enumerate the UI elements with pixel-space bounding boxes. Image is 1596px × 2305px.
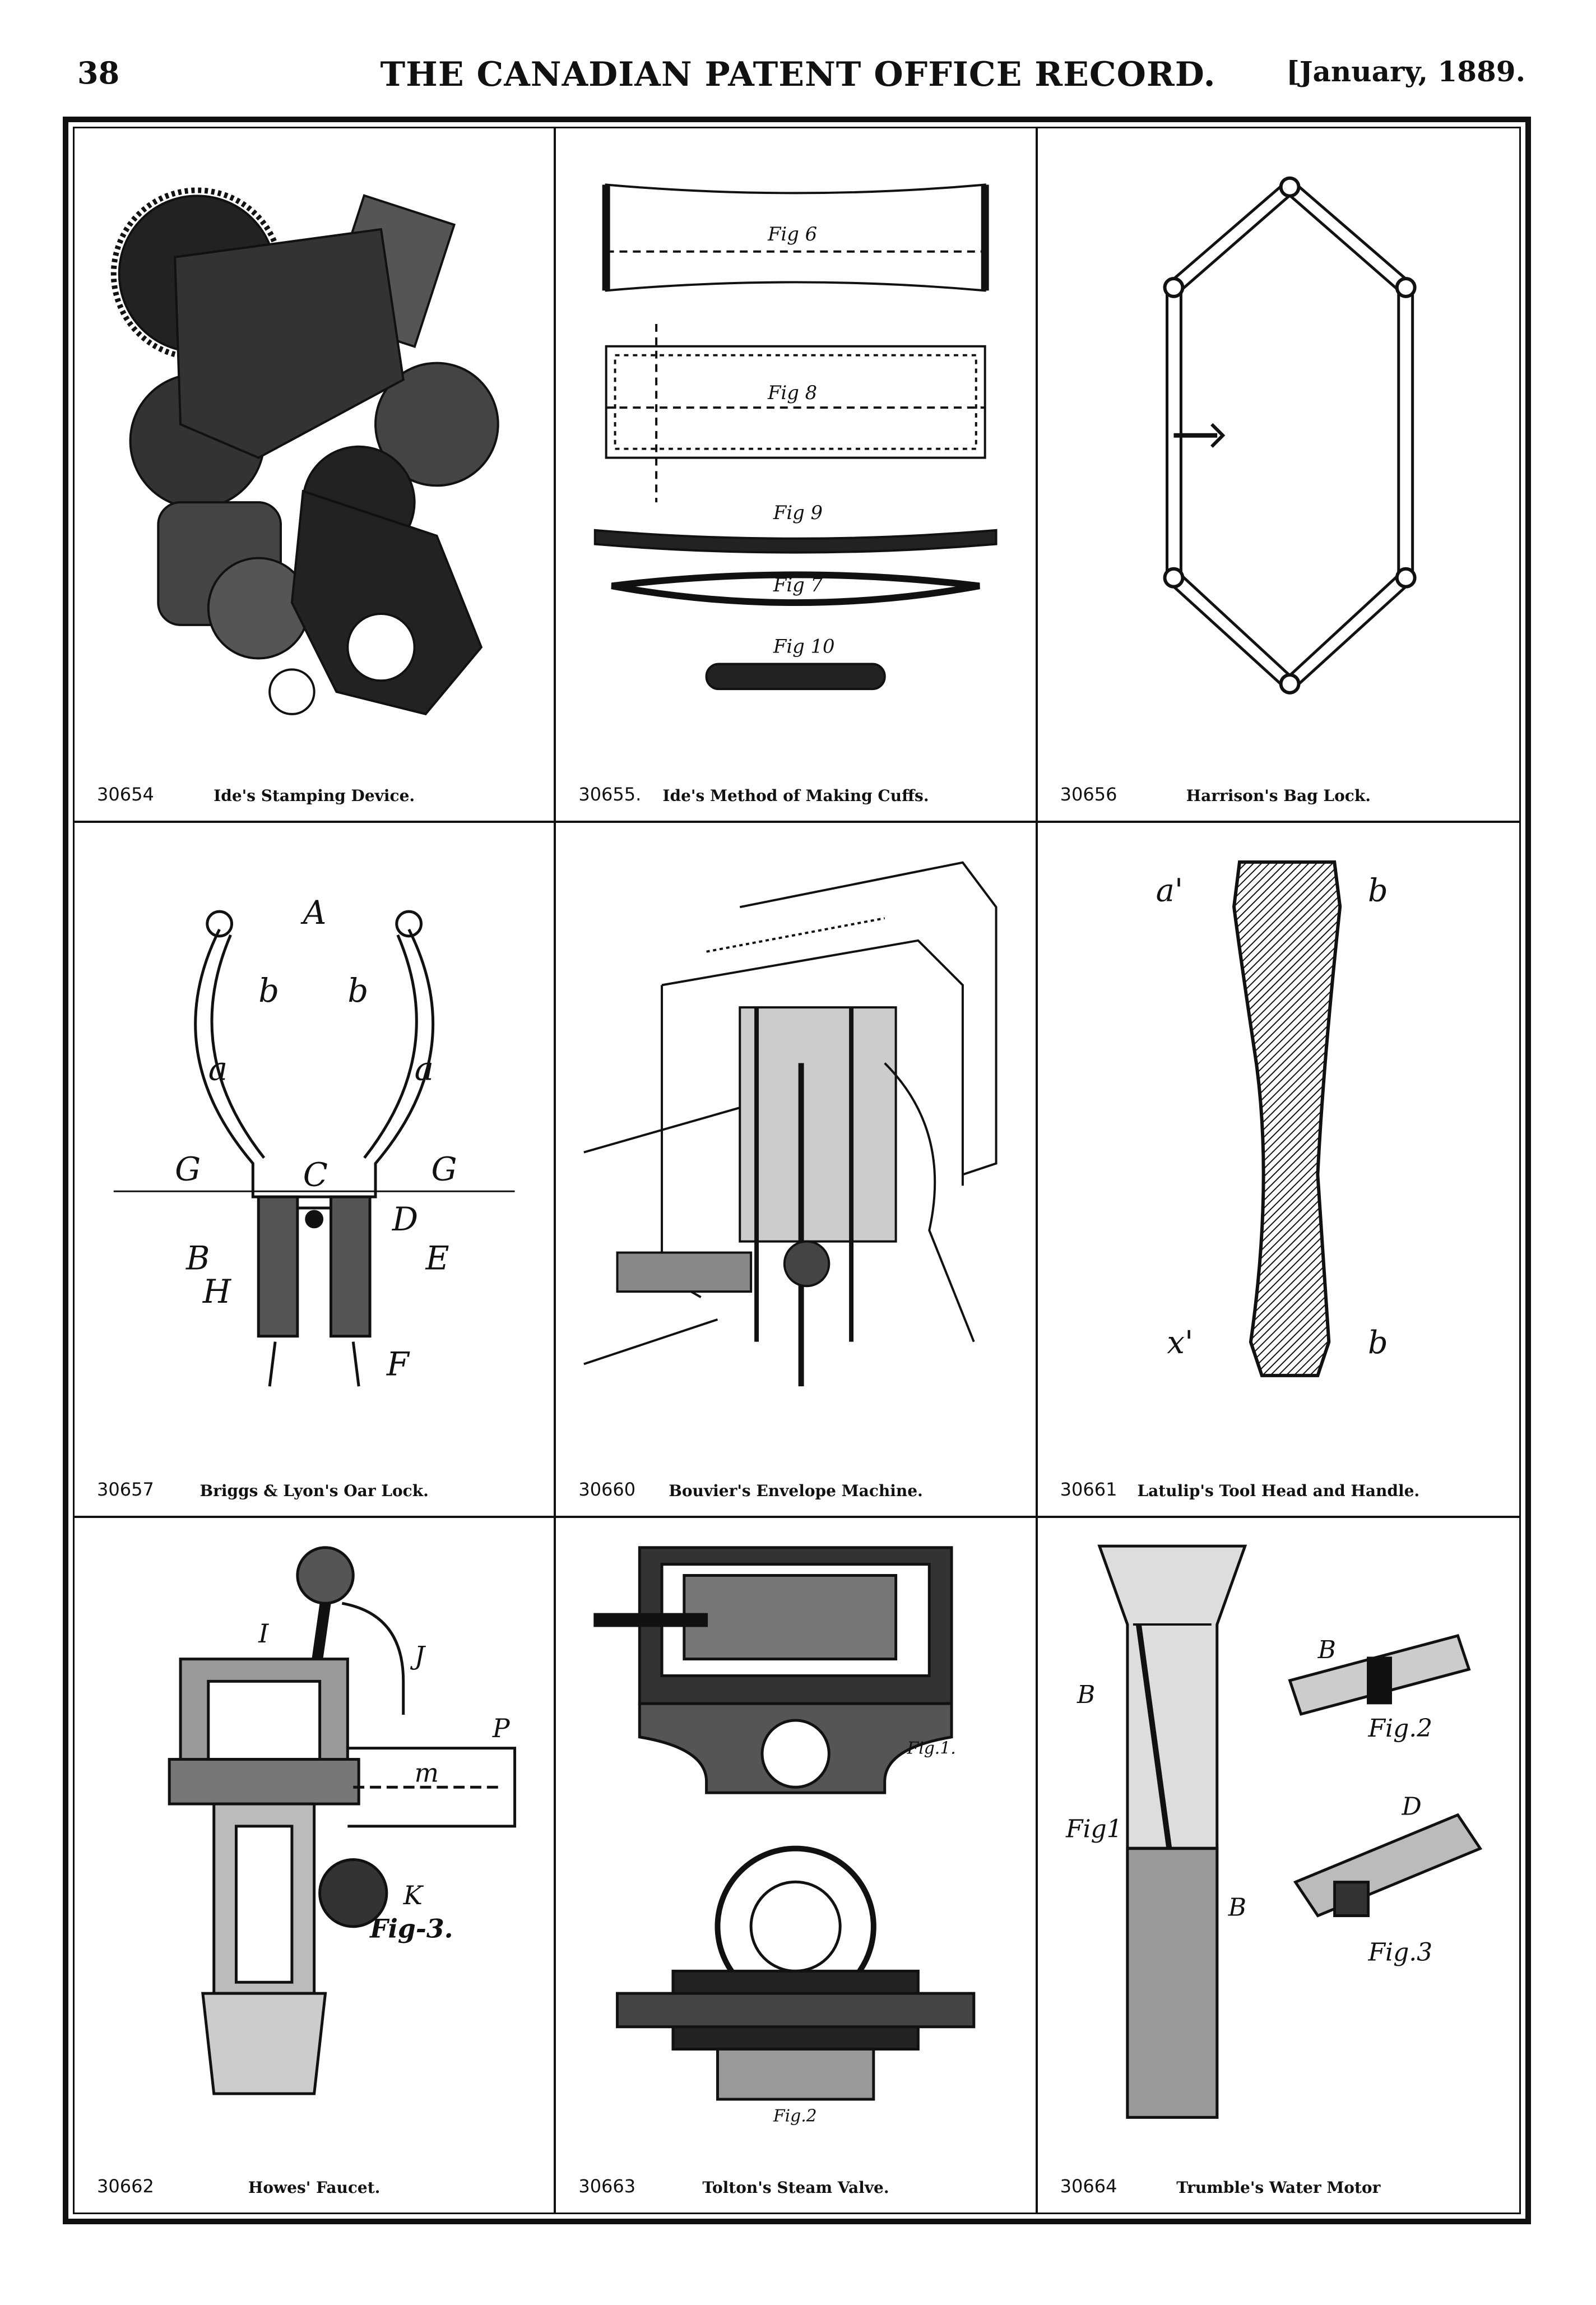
part-label: H [202,1272,232,1311]
patent-cell-30661: a' b x' b 30661 Latulip's Tool Head and … [1037,823,1519,1518]
patent-number: 30660 [578,1478,636,1500]
part-label: b [347,972,368,1010]
part-label: E [425,1239,449,1278]
patent-number: 30662 [97,2176,154,2197]
patent-number: 30664 [1060,2176,1117,2197]
part-label: J [410,1641,426,1670]
patent-caption: 30656 Harrison's Bag Lock. [1055,777,1502,805]
patent-title: Howes' Faucet. [248,2178,381,2197]
oar-lock-drawing-icon: A b b a a G G C D B H E F [91,840,537,1454]
page-header: 38 THE CANADIAN PATENT OFFICE RECORD. [J… [0,55,1596,100]
patent-title: Briggs & Lyon's Oar Lock. [200,1481,429,1500]
faucet-drawing-icon: Fig-3. I J P m K [91,1535,537,2151]
page-number: 38 [77,55,120,91]
part-label: a [415,1050,434,1088]
patent-title: Bouvier's Envelope Machine. [669,1481,923,1500]
patent-caption: 30660 Bouvier's Envelope Machine. [573,1472,1018,1500]
part-label: b [1368,873,1388,909]
part-label: C [303,1156,328,1194]
part-label: A [300,894,327,932]
patent-cell-30663: Fig.1. Fig.2 30663 Tolton's Steam Valve. [556,1517,1038,2213]
patent-cell-30655: Fig 6 Fig 8 Fig 9 Fig 7 Fig 10 30655. Id… [556,128,1038,823]
part-label: b [258,972,279,1010]
patent-title: Tolton's Steam Valve. [702,2178,889,2197]
part-label: B [1227,1893,1246,1922]
patent-title: Trumble's Water Motor [1176,2178,1381,2197]
part-label: G [431,1150,457,1188]
patent-caption: 30664 Trumble's Water Motor [1055,2169,1502,2197]
patent-cell-30664: Fig1 Fig.2 Fig.3 B B B D 30664 Trumble's… [1038,1518,1519,2213]
fig-label: Fig 6 [767,223,817,245]
fig-label: Fig.2 [773,2106,817,2126]
patent-number: 30655. [578,784,642,806]
part-label: a' [1156,873,1183,909]
patent-caption: 30655. Ide's Method of Making Cuffs. [573,777,1018,805]
patent-caption: 30657 Briggs & Lyon's Oar Lock. [91,1472,537,1500]
part-label: G [175,1150,201,1188]
issue-date: [January, 1889. [1286,55,1525,88]
patent-caption: 30654 Ide's Stamping Device. [91,777,537,805]
bag-lock-drawing-icon [1055,145,1502,759]
patent-title: Latulip's Tool Head and Handle. [1137,1481,1420,1500]
patent-cell-30662: Fig-3. I J P m K 30662 Howes' Faucet. [75,1517,556,2213]
patent-grid: 30654 Ide's Stamping Device. [75,128,1519,2213]
part-label: x' [1167,1325,1193,1361]
part-label: I [258,1618,269,1648]
steam-valve-drawing-icon: Fig.1. Fig.2 [573,1535,1018,2151]
fig-label: Fig 10 [773,636,835,658]
patent-caption: 30661 Latulip's Tool Head and Handle. [1055,1472,1502,1500]
patent-title: Ide's Stamping Device. [214,786,415,806]
fig-label: Fig-3. [369,1913,453,1943]
fig-label: Fig 7 [773,574,823,596]
patent-cell-30656: 30656 Harrison's Bag Lock. [1037,128,1519,823]
fig-label: Fig.3 [1367,1938,1432,1966]
patent-number: 30654 [97,784,154,806]
part-label: m [415,1758,439,1788]
patent-title: Ide's Method of Making Cuffs. [662,786,929,806]
fig-label: Fig1 [1065,1815,1122,1843]
part-label: b [1368,1325,1388,1361]
part-label: F [386,1345,410,1383]
patent-caption: 30663 Tolton's Steam Valve. [573,2169,1018,2197]
part-label: a [208,1050,228,1088]
cuff-method-drawing-icon: Fig 6 Fig 8 Fig 9 Fig 7 Fig 10 [573,145,1018,759]
water-motor-drawing-icon: Fig1 Fig.2 Fig.3 B B B D [1055,1535,1502,2151]
patent-cell-30660: 30660 Bouvier's Envelope Machine. [556,823,1038,1518]
stamping-device-drawing-icon [91,145,537,759]
patent-number: 30661 [1060,1478,1117,1500]
patent-number: 30657 [97,1478,154,1500]
part-label: D [1401,1792,1421,1821]
patent-plate-frame: 30654 Ide's Stamping Device. [63,117,1531,2224]
patent-cell-30654: 30654 Ide's Stamping Device. [75,128,556,823]
patent-title: Harrison's Bag Lock. [1186,786,1371,806]
patent-cell-30657: A b b a a G G C D B H E F [75,823,556,1518]
fig-label: Fig.1. [907,1738,956,1758]
fig-label: Fig.2 [1367,1714,1432,1742]
patent-number: 30663 [578,2176,636,2197]
patent-number: 30656 [1060,784,1117,806]
part-label: D [392,1200,418,1238]
part-label: B [1077,1681,1095,1709]
part-label: K [403,1881,424,1910]
part-label: B [1317,1636,1335,1664]
patent-caption: 30662 Howes' Faucet. [91,2169,537,2197]
envelope-machine-drawing-icon [573,840,1018,1454]
fig-label: Fig 8 [767,382,817,404]
part-label: B [185,1239,210,1278]
part-label: P [492,1713,511,1743]
tool-handle-drawing-icon: a' b x' b [1055,840,1502,1454]
fig-label: Fig 9 [773,502,823,524]
journal-title: THE CANADIAN PATENT OFFICE RECORD. [380,55,1216,94]
